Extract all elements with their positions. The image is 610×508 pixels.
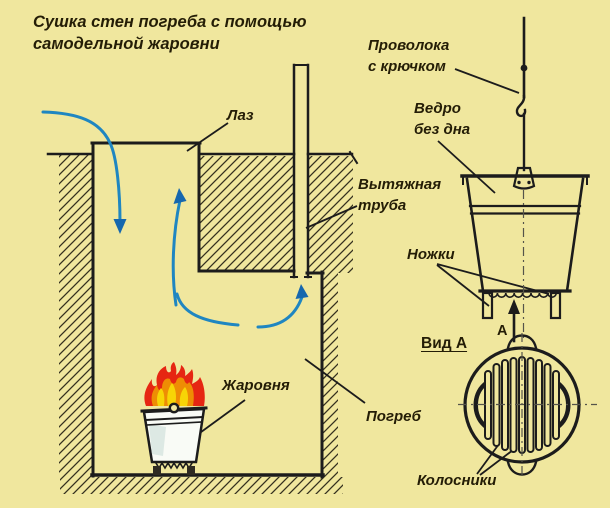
title-line1: Сушка стен погреба с помощью — [33, 13, 307, 31]
bucket-cut-edge — [488, 292, 558, 298]
brazier — [140, 362, 208, 475]
label-bucket: Ведро без дна — [414, 100, 471, 138]
right-wall-section — [556, 381, 571, 429]
pointer-flue — [305, 205, 358, 229]
pointer-bucket — [437, 140, 496, 194]
brazier-bucket — [140, 402, 208, 475]
pointer-wire — [454, 68, 520, 94]
label-view-a: Вид А — [421, 335, 468, 352]
brazier-handle-knob — [168, 402, 180, 414]
bucket-leg-left — [481, 291, 494, 320]
label-hatch: Лаз — [227, 107, 254, 124]
label-view-direction: А — [497, 323, 508, 339]
wire-twist-bead — [520, 64, 528, 72]
left-wall-section — [473, 381, 488, 429]
title-line2: самодельной жаровни — [33, 35, 220, 53]
brazier-grate-teeth — [154, 461, 194, 470]
view-direction-arrow — [508, 299, 520, 343]
label-grates: Колосники — [417, 472, 497, 489]
brazier-leg-left — [153, 466, 161, 475]
airflow-arrows — [41, 110, 309, 329]
circulation-to-pipe-arrow — [175, 284, 309, 329]
wire-with-hook — [515, 16, 528, 172]
label-legs: Ножки — [407, 246, 455, 263]
page-title: Сушка стен погреба с помощью самодельной… — [33, 11, 307, 55]
label-wire: Проволока с крючком — [368, 37, 450, 75]
ground-hatching — [59, 155, 353, 494]
intake-air-arrow — [41, 110, 127, 234]
label-flue: Вытяжная труба — [358, 176, 442, 214]
flue-pipe — [290, 63, 312, 279]
pointer-cellar — [304, 358, 366, 404]
bucket-band — [468, 204, 582, 215]
view-a-circle — [458, 333, 597, 479]
label-cellar: Погреб — [366, 408, 421, 425]
label-brazier: Жаровня — [222, 377, 290, 394]
bottomless-bucket — [460, 166, 590, 338]
flames-icon — [144, 362, 205, 406]
handle-clip — [512, 166, 536, 190]
rising-air-arrow — [171, 188, 187, 307]
pointer-hatch — [186, 122, 229, 152]
pointer-legs — [436, 263, 550, 307]
bucket-leg-right — [549, 291, 562, 320]
brazier-leg-right — [187, 466, 195, 475]
